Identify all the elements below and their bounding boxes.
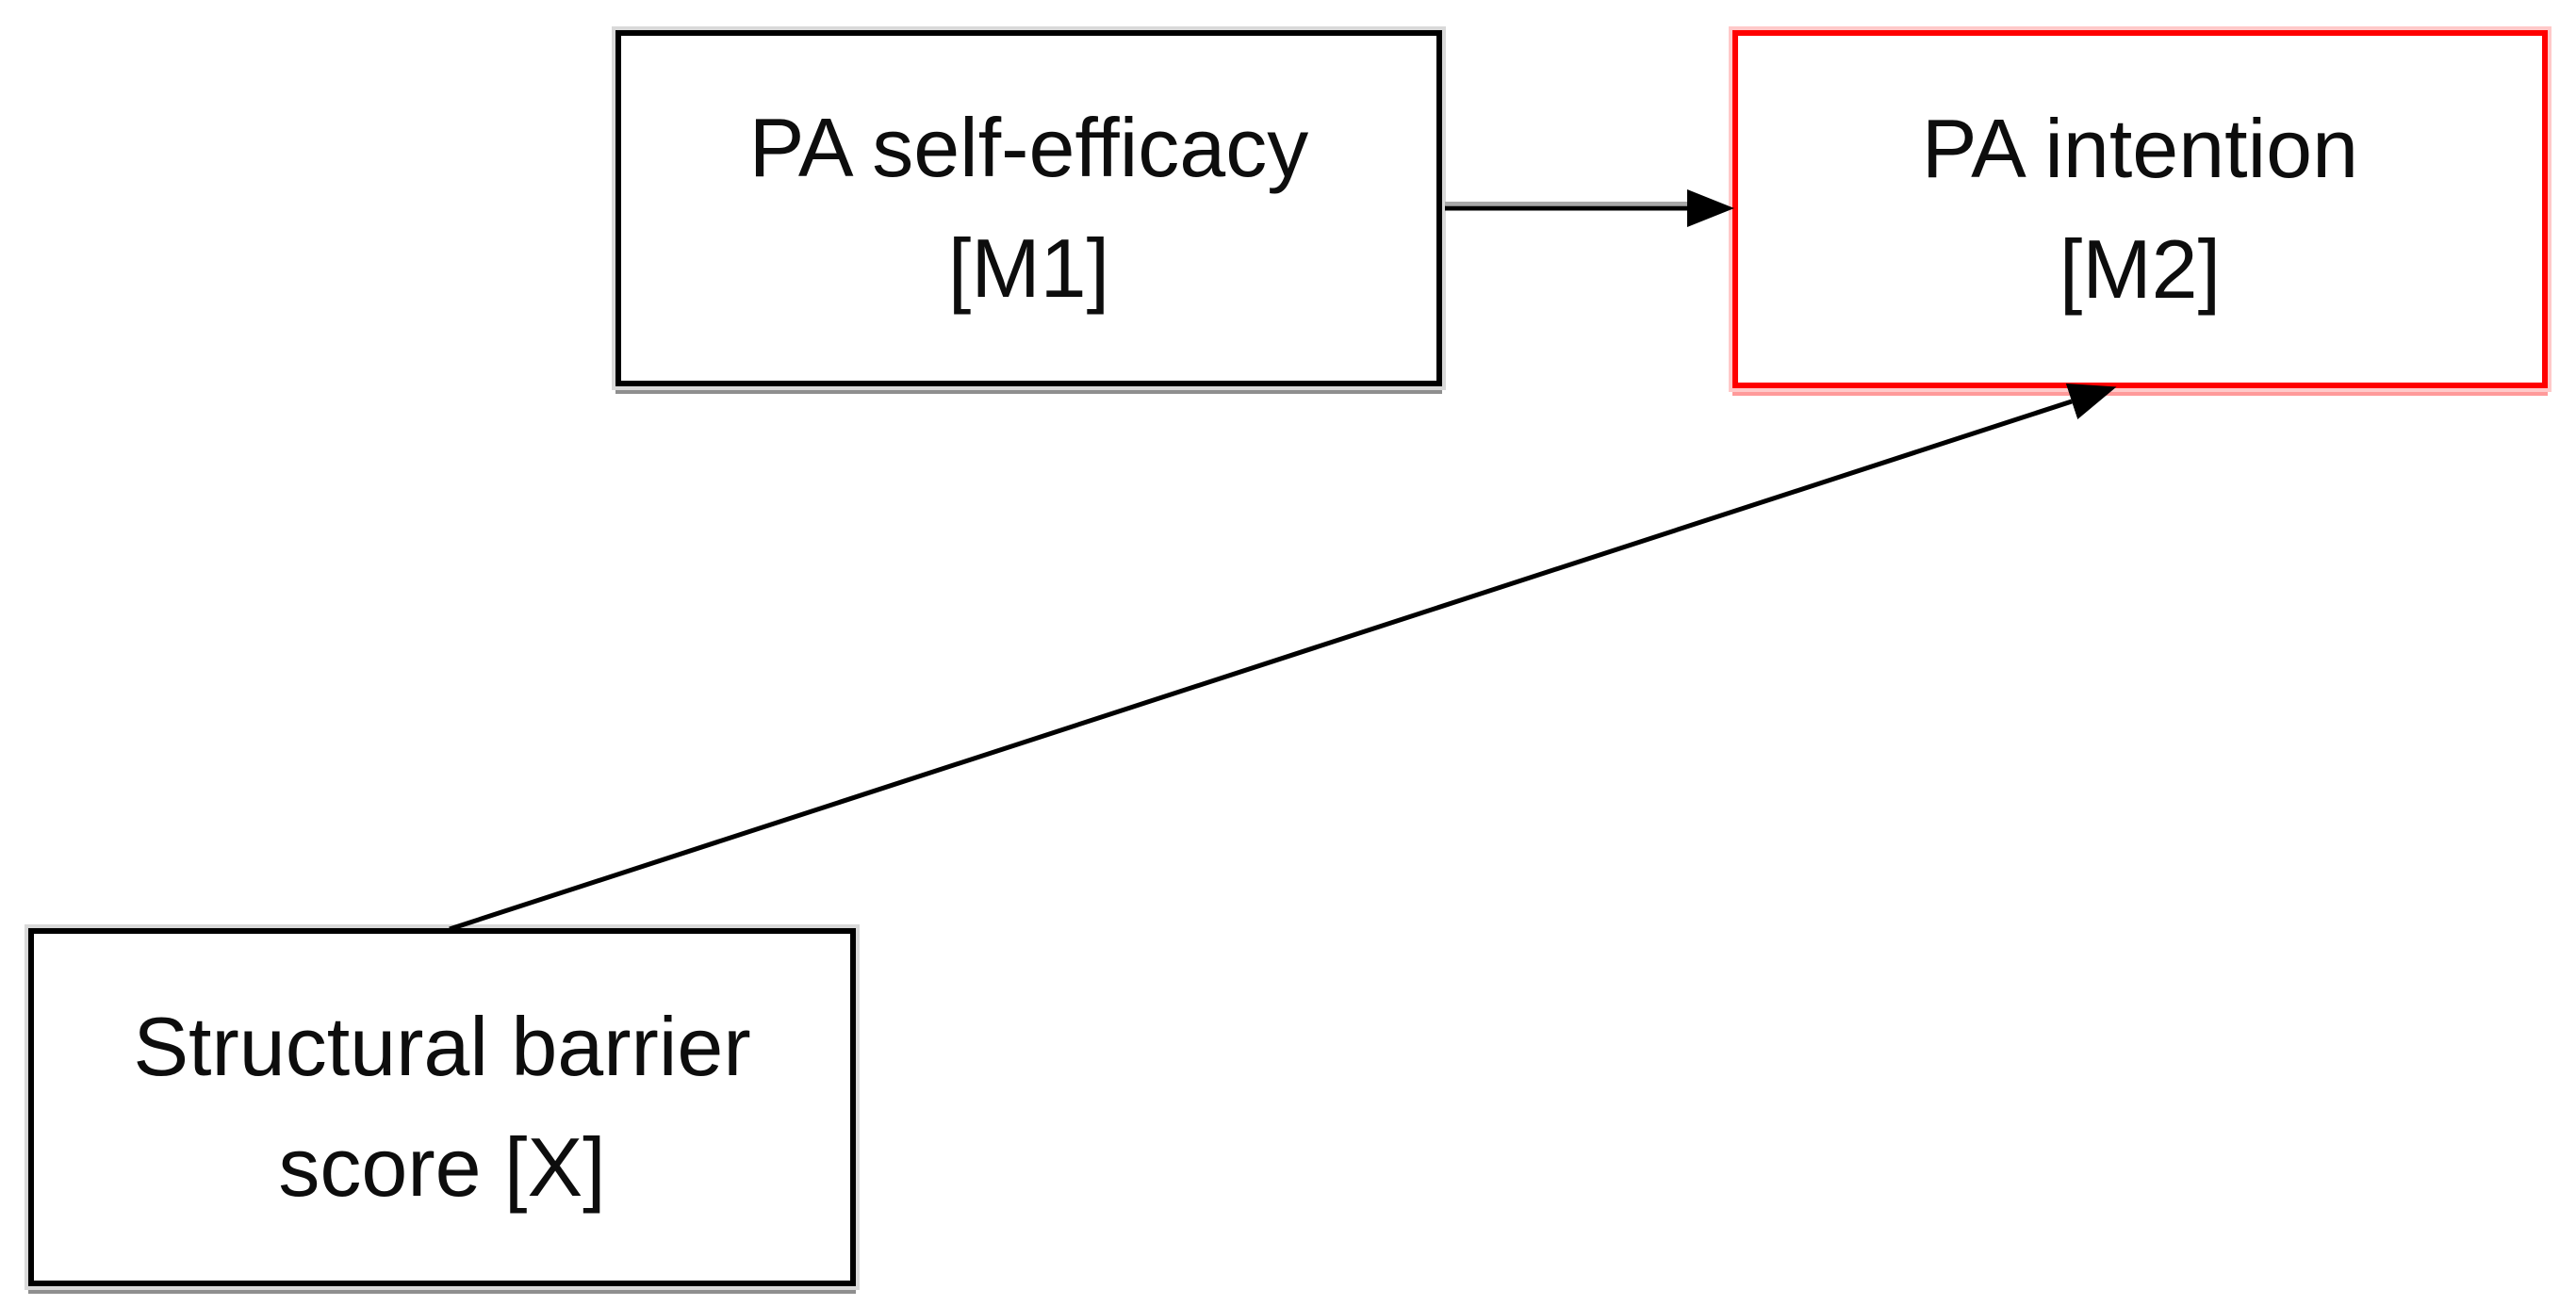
- node-pa-self-efficacy-label-line2: [M1]: [947, 221, 1110, 315]
- node-pa-self-efficacy: PA self-efficacy [M1]: [615, 30, 1442, 386]
- node-pa-intention-label-line1: PA intention: [1921, 102, 2359, 195]
- arrow-x-to-m2: [449, 383, 2117, 932]
- node-pa-self-efficacy-label-line1: PA self-efficacy: [748, 101, 1309, 194]
- node-pa-intention-label-line2: [M2]: [2059, 222, 2222, 316]
- node-pa-intention: PA intention [M2]: [1732, 30, 2548, 388]
- node-structural-barrier-score: Structural barrier score [X]: [28, 928, 856, 1286]
- node-structural-barrier-score-label-line1: Structural barrier: [133, 1000, 751, 1093]
- node-structural-barrier-score-label-line2: score [X]: [278, 1120, 606, 1214]
